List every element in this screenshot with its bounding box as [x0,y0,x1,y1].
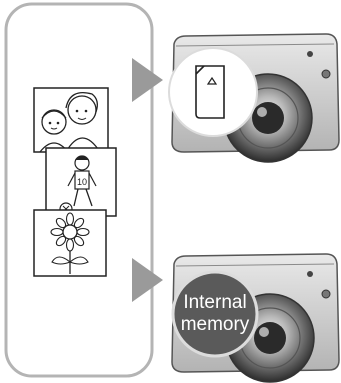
memory-card-icon [195,65,225,119]
svg-text:10: 10 [77,177,87,187]
arrow-to-internal-memory [132,258,163,302]
arrow-to-memory-card [132,58,163,102]
camera-with-internal-memory [171,253,340,383]
internal-memory-highlight [171,270,259,358]
family-photo-icon [33,87,109,153]
camera-with-memory-card [168,33,340,163]
sunflower-icon [33,209,107,277]
soccer-player-icon: 10 [45,147,117,217]
